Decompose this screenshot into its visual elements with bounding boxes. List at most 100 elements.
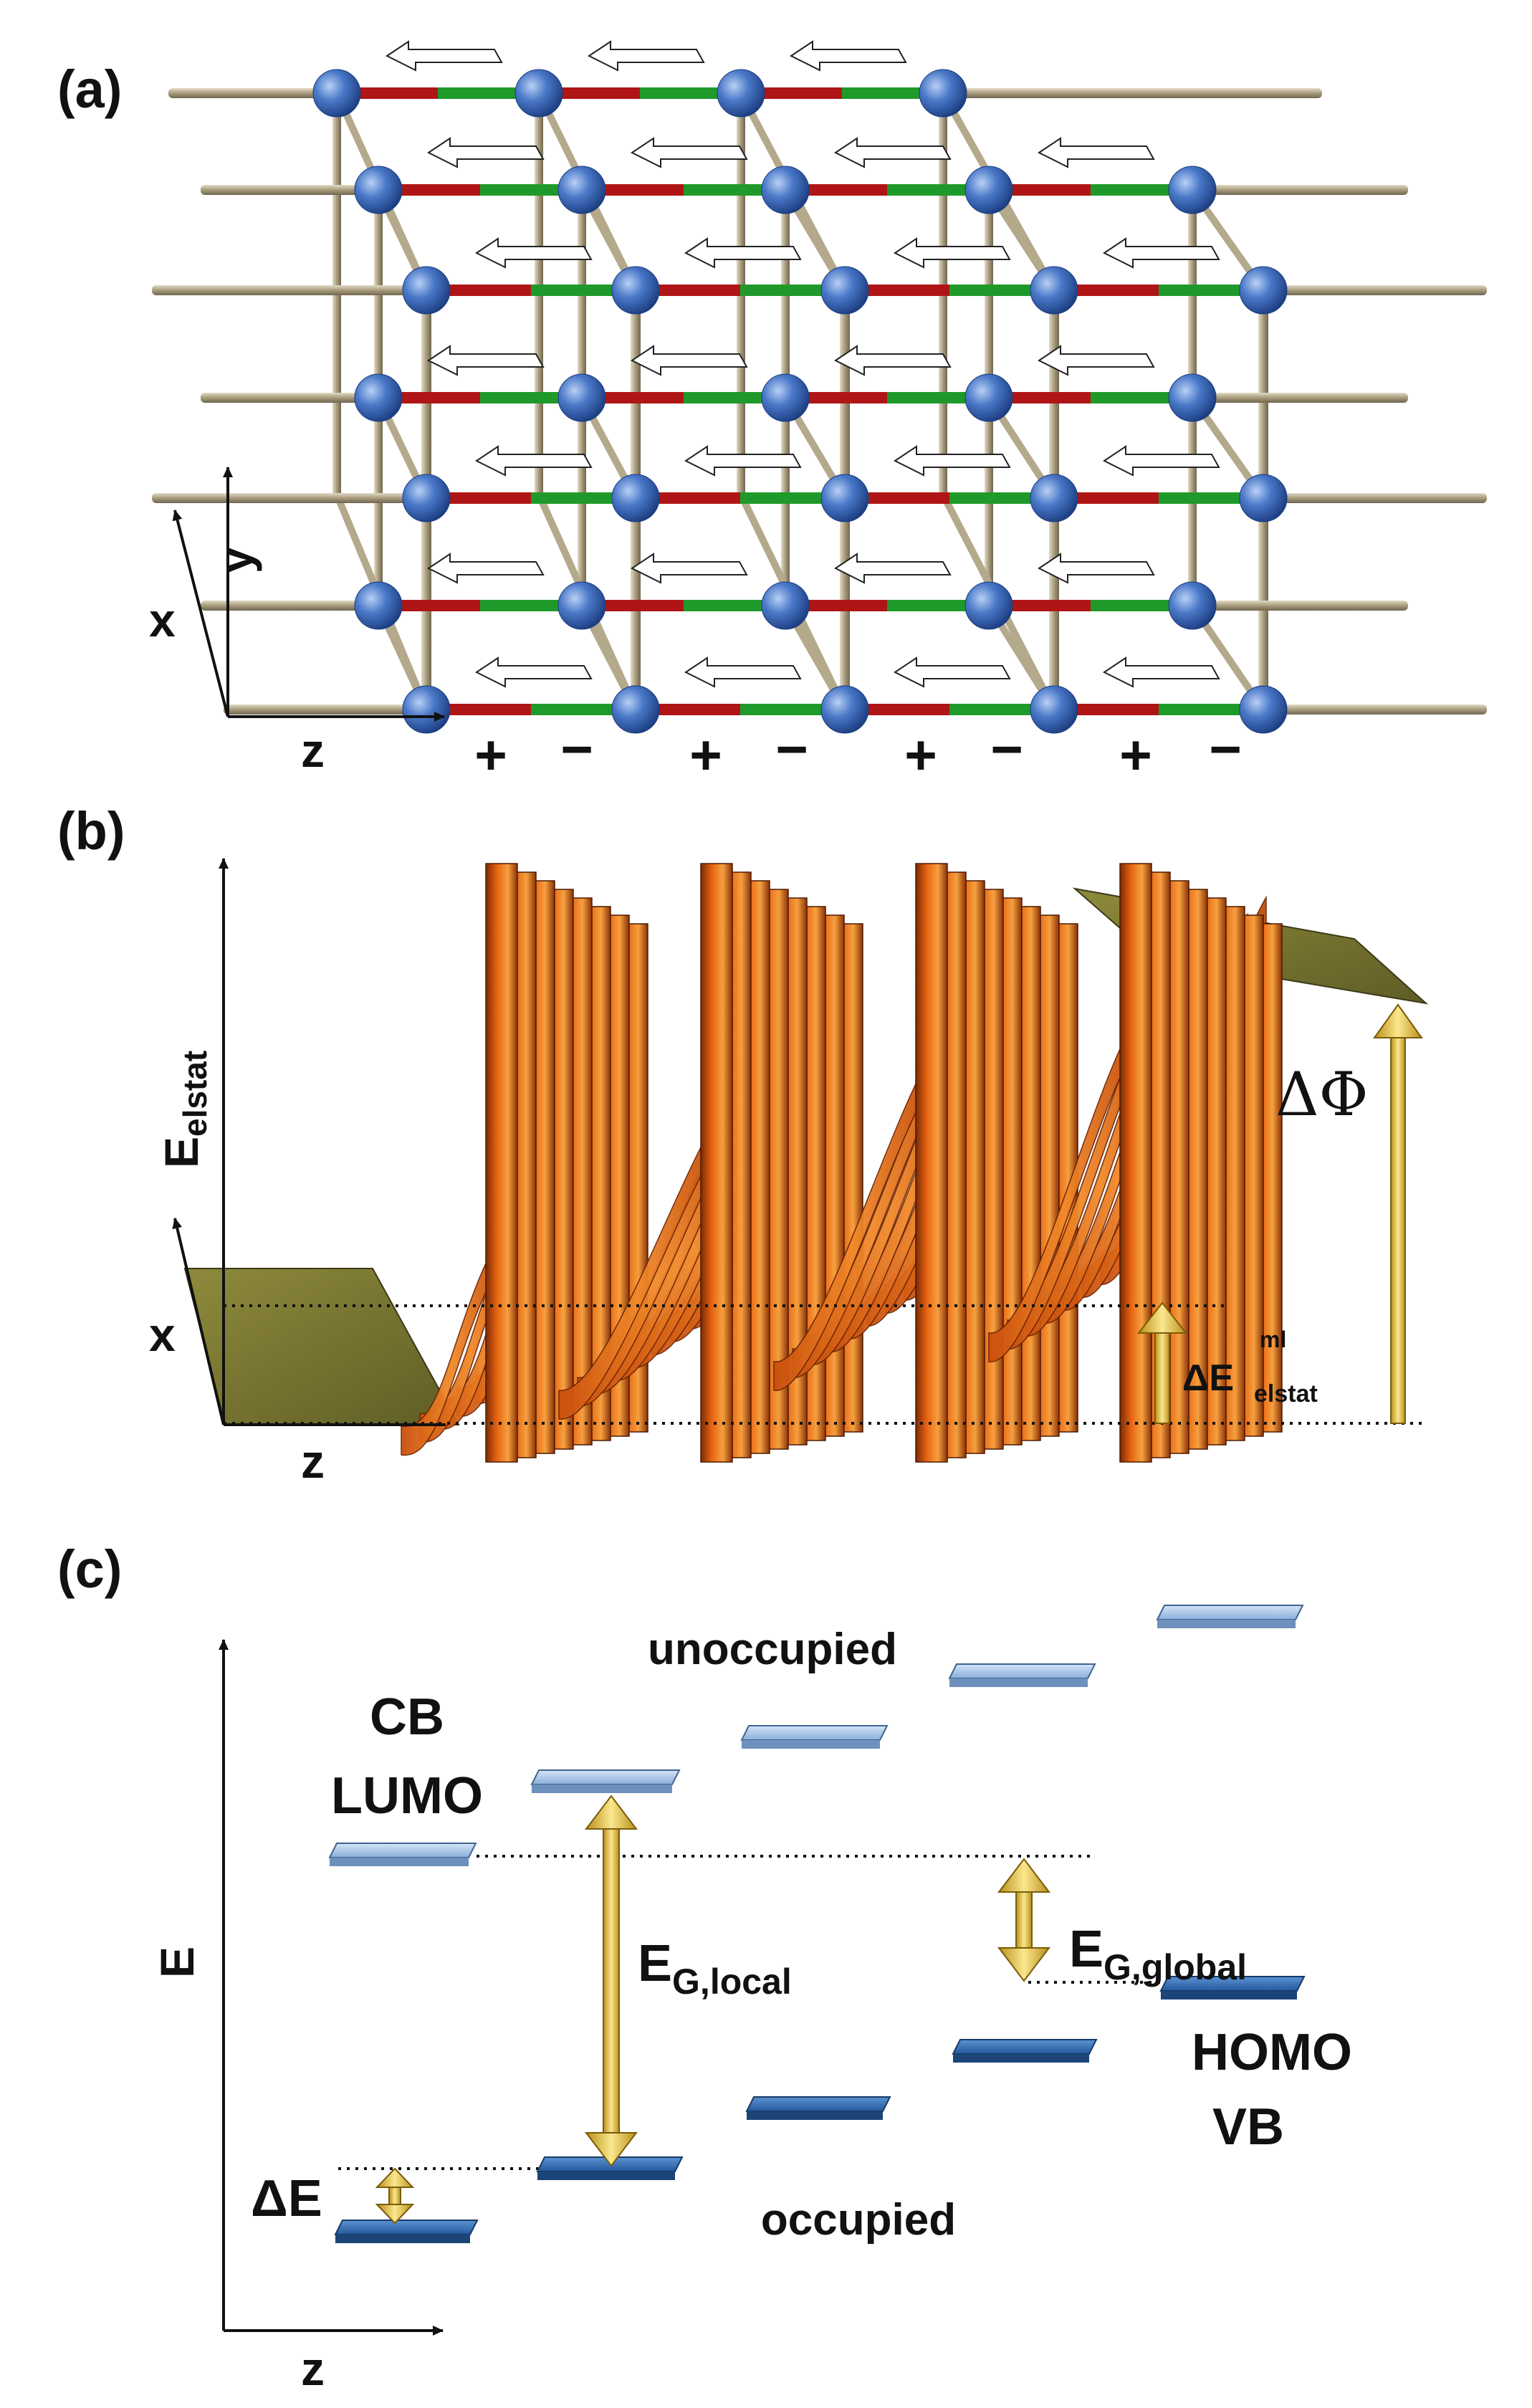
axis-label-z: z xyxy=(301,1435,325,1488)
delta-e-elstat-arrow xyxy=(1136,1301,1188,1424)
lattice-node xyxy=(1030,685,1078,734)
delta-phi-label: ΔΦ xyxy=(1275,1059,1369,1129)
dipole-arrow xyxy=(631,137,748,168)
positive-segment xyxy=(596,184,684,196)
positive-segment xyxy=(393,600,480,611)
energy-level xyxy=(948,1663,1096,1687)
lattice-node xyxy=(820,685,869,734)
axis-label-z: z xyxy=(301,2342,325,2395)
lattice-node xyxy=(761,373,810,422)
unoccupied-levels xyxy=(328,1605,1304,1866)
dipole-arrow xyxy=(1038,553,1155,584)
potential-wall xyxy=(1119,863,1152,1463)
delta-e-superscript: ml xyxy=(1260,1327,1286,1352)
delta-e-arrow xyxy=(375,2167,415,2225)
panel-c: (c) E z xyxy=(57,1539,1352,2395)
lattice-node xyxy=(557,166,606,214)
lattice-row xyxy=(201,137,1408,214)
negative-segment xyxy=(684,184,771,196)
negative-segment xyxy=(438,87,525,99)
dipole-arrow xyxy=(1103,445,1220,477)
dipole-arrow xyxy=(386,40,503,72)
left-plateau xyxy=(183,1268,460,1425)
negative-segment xyxy=(887,184,975,196)
positive-segment xyxy=(1003,392,1091,403)
lattice-node xyxy=(557,373,606,422)
positive-segment xyxy=(1068,704,1159,715)
positive-segment xyxy=(859,704,949,715)
lattice-node xyxy=(402,266,451,315)
dipole-arrow xyxy=(894,445,1011,477)
dipole-arrow xyxy=(1103,237,1220,269)
occupied-levels xyxy=(334,1976,1306,2243)
positive-segment xyxy=(441,285,531,296)
energy-level xyxy=(1156,1605,1304,1628)
eg-local-arrow xyxy=(584,1795,638,2167)
potential-slice xyxy=(401,863,1152,1463)
lattice-row xyxy=(168,40,1322,118)
lattice-node xyxy=(964,581,1013,630)
dipole-arrow xyxy=(588,40,705,72)
lattice-node xyxy=(761,581,810,630)
dipole-arrow xyxy=(475,656,593,688)
positive-segment xyxy=(650,704,740,715)
negative-segment xyxy=(1159,285,1249,296)
negative-segment xyxy=(480,600,568,611)
delta-phi-arrow xyxy=(1373,1003,1423,1424)
dipole-arrow xyxy=(894,656,1011,688)
positive-segment xyxy=(800,600,887,611)
positive-segment xyxy=(441,492,531,504)
lattice-node xyxy=(1239,266,1288,315)
negative-segment xyxy=(887,392,975,403)
dipole-arrow xyxy=(1038,345,1155,376)
lattice-node xyxy=(717,69,765,118)
energy-level xyxy=(334,2220,479,2243)
negative-segment xyxy=(640,87,727,99)
positive-segment xyxy=(1068,285,1159,296)
axis-label-x: x xyxy=(149,593,176,646)
axis-label-y: y xyxy=(209,547,262,573)
dipole-arrow xyxy=(1038,137,1155,168)
delta-e-label: ΔE xyxy=(251,2170,322,2227)
dipole-arrow xyxy=(427,345,545,376)
lattice-node xyxy=(312,69,361,118)
negative-segment xyxy=(684,392,771,403)
lattice-node xyxy=(964,373,1013,422)
charge-plus: + xyxy=(474,723,507,786)
lattice-node xyxy=(611,266,660,315)
positive-segment xyxy=(800,392,887,403)
lattice-row xyxy=(201,553,1408,630)
lattice-node xyxy=(820,474,869,522)
dipole-arrow xyxy=(631,553,748,584)
lattice-node xyxy=(354,581,403,630)
energy-axis-label: E xyxy=(150,1946,204,1978)
lattice-node xyxy=(1030,266,1078,315)
dipole-arrow xyxy=(790,40,907,72)
panel-b-label: (b) xyxy=(57,801,125,861)
negative-segment xyxy=(1091,392,1178,403)
negative-segment xyxy=(531,704,621,715)
lattice-node xyxy=(1168,166,1217,214)
lattice-row xyxy=(224,656,1487,734)
eg-global-arrow xyxy=(997,1858,1051,1982)
positive-segment xyxy=(650,285,740,296)
dipole-arrow xyxy=(631,345,748,376)
axis-label-x: x xyxy=(149,1308,176,1361)
dipole-arrow xyxy=(684,445,802,477)
negative-segment xyxy=(1159,492,1249,504)
unoccupied-label: unoccupied xyxy=(648,1625,897,1674)
lattice-row xyxy=(201,345,1408,422)
energy-level xyxy=(745,2096,891,2120)
lattice-node xyxy=(1168,373,1217,422)
dipole-arrow xyxy=(427,137,545,168)
lumo-label: LUMO xyxy=(331,1767,483,1825)
positive-segment xyxy=(800,184,887,196)
lattice-node xyxy=(761,166,810,214)
dipole-arrow xyxy=(684,237,802,269)
eg-local-label: EG,local xyxy=(638,1935,792,2002)
homo-label: HOMO xyxy=(1192,2024,1352,2081)
energy-level xyxy=(328,1843,477,1866)
positive-segment xyxy=(351,87,438,99)
negative-segment xyxy=(887,600,975,611)
